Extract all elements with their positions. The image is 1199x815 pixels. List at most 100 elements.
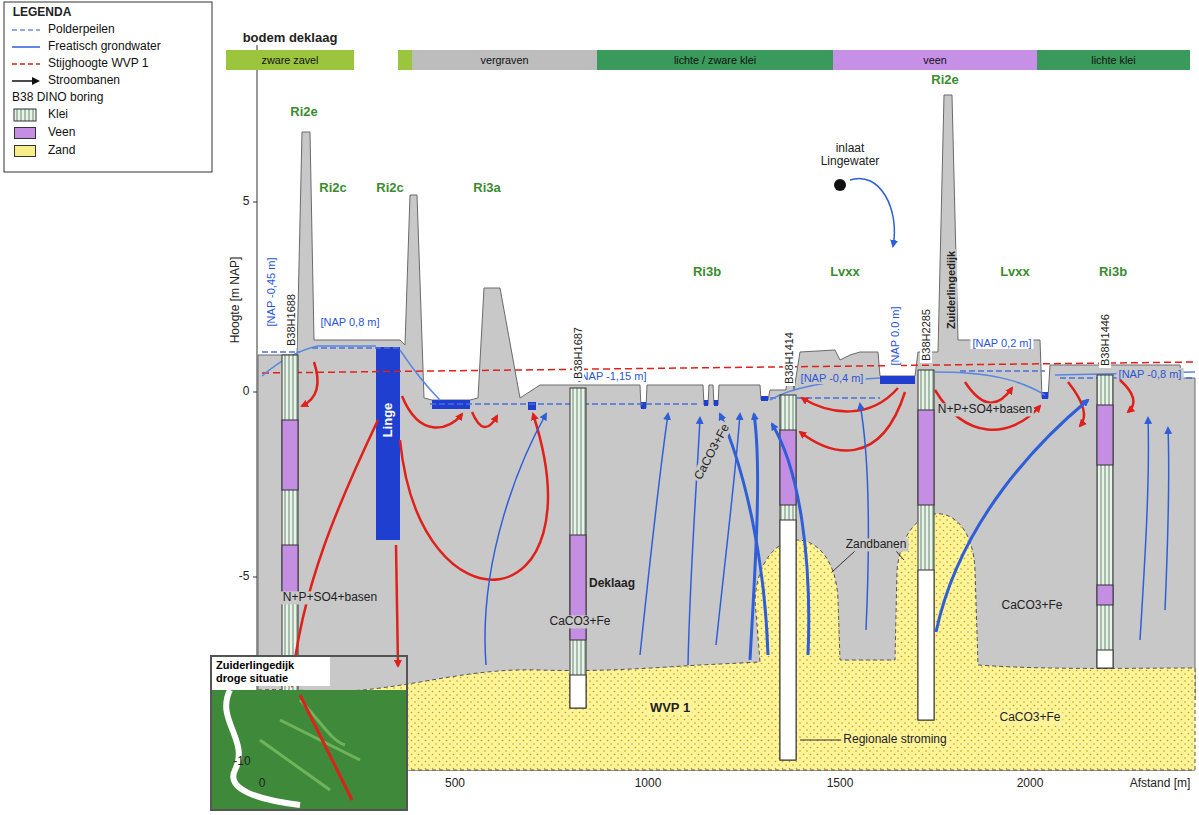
diagram-label: bodem deklaag (243, 31, 338, 45)
leader-lines-part (800, 740, 845, 741)
flow-red (292, 362, 1133, 686)
boreholes-part (570, 675, 586, 708)
legend-swatch (14, 127, 36, 139)
water-part (528, 402, 536, 410)
diagram-label: [NAP -1,15 m] (576, 370, 649, 382)
flow-red-part (800, 392, 905, 450)
inset-map (212, 690, 406, 809)
diagram-label: B38H1687 (572, 325, 584, 381)
water-levels-part (262, 362, 1195, 373)
diagram-label: Lvxx (830, 265, 860, 279)
boreholes-part (282, 420, 298, 490)
axes-part (253, 577, 257, 578)
water-part (761, 396, 768, 401)
diagram-label: [NAP -0,45 m] (265, 256, 277, 329)
flow-blue-part (772, 424, 809, 655)
axes-part (253, 202, 257, 203)
flow-blue-part (850, 178, 894, 246)
diagram-label: LEGENDA (13, 6, 72, 19)
flow-blue-part (860, 404, 868, 630)
boreholes-part (918, 370, 934, 720)
flow-red-part (965, 382, 1012, 403)
diagram-label: Ri2c (319, 181, 346, 195)
legend-frame-part (12, 46, 40, 48)
band-label: veen (833, 50, 1037, 70)
diagram-label: inlaat Lingewater (814, 142, 886, 168)
diagram-label: Hoogte [m NAP] (229, 257, 242, 344)
boreholes-part (1097, 405, 1113, 465)
leader-lines-part (832, 551, 855, 572)
diagram-label: N+P+SO4+basen (281, 591, 379, 604)
flow-red-part (402, 396, 462, 428)
water-part (714, 400, 718, 406)
flow-blue-part (1165, 428, 1169, 610)
boreholes-part (1097, 585, 1113, 605)
band-label: lichte / zware klei (597, 50, 833, 70)
diagram-label: 0 (259, 777, 266, 790)
diagram-label: Ri2e (290, 105, 317, 119)
water-part (641, 402, 646, 409)
diagram-label: Zandbanen (844, 538, 909, 551)
inset-heading: Zuiderlingedijk droge situatie (212, 657, 330, 686)
flow-blue (485, 178, 1169, 665)
band-label: zware zavel (226, 50, 354, 70)
ground-profile (258, 95, 1195, 700)
boreholes-part (780, 395, 796, 760)
diagram-label: [NAP 0,8 m] (318, 316, 381, 328)
diagram-label: CaCO3+Fe (547, 615, 612, 628)
water-levels-part (262, 348, 1195, 404)
legend-frame-part (4, 2, 212, 172)
diagram-label: 1500 (827, 777, 854, 790)
diagram-label: 1000 (635, 777, 662, 790)
flow-blue-part (720, 414, 768, 655)
inset-map-part (300, 695, 352, 800)
flow-red-part (802, 388, 898, 411)
legend-frame-part (12, 29, 40, 31)
flow-blue-part (485, 414, 546, 665)
diagram-label: Regionale stroming (841, 733, 948, 746)
diagram-label: Linge (381, 403, 395, 438)
diagram-label: 0 (243, 385, 250, 398)
diagram-label: -10 (233, 755, 250, 768)
diagram-label: N+P+SO4+basen (936, 403, 1034, 416)
diagram-label: [NAP -0,4 m] (799, 372, 866, 384)
boreholes-part (780, 520, 796, 760)
legend-frame-part (14, 109, 36, 121)
diagram-label: 5 (243, 195, 250, 208)
diagram-label: Zuiderlingedijk (945, 249, 957, 331)
diagram-label: B38H1414 (783, 330, 795, 386)
legend-frame (4, 2, 212, 172)
flow-red-part (396, 545, 398, 666)
legend-swatch (14, 145, 36, 157)
diagram-label: Afstand [m] (1130, 777, 1191, 790)
water-levels-part (262, 346, 1195, 400)
diagram-label: CaCO3+Fe (997, 711, 1062, 724)
leader-lines-part (896, 551, 904, 560)
flow-blue-part (936, 400, 1088, 632)
flow-blue-part (688, 418, 700, 665)
inlet-point (834, 179, 846, 191)
flow-red-part (302, 362, 318, 406)
diagram-label: [NAP 0,2 m] (970, 337, 1033, 349)
flow-red-part (400, 414, 548, 580)
inset-map-part (226, 690, 300, 805)
diagram-label: B38H2285 (920, 307, 932, 363)
diagram-label: 2000 (1017, 777, 1044, 790)
diagram-label: Ri3b (693, 265, 721, 279)
flow-red-part (1120, 380, 1133, 412)
water-part (880, 376, 915, 384)
legend-text: Zand (48, 144, 75, 157)
inset-map-part (212, 690, 406, 809)
flow-red-part (472, 412, 497, 427)
boreholes-part (1097, 650, 1113, 668)
soil-band: lichte klei (1037, 50, 1190, 70)
legend-text: Klei (48, 108, 68, 121)
boreholes-part (918, 570, 934, 720)
diagram-label: Ri3a (473, 181, 500, 195)
diagram-label: B38H1446 (1099, 312, 1111, 368)
flow-blue-part (640, 414, 668, 655)
diagram-label: 500 (445, 777, 465, 790)
diagram-label: Deklaag (587, 577, 637, 590)
flow-red-part (292, 420, 378, 686)
flow-red-part (935, 390, 1040, 430)
